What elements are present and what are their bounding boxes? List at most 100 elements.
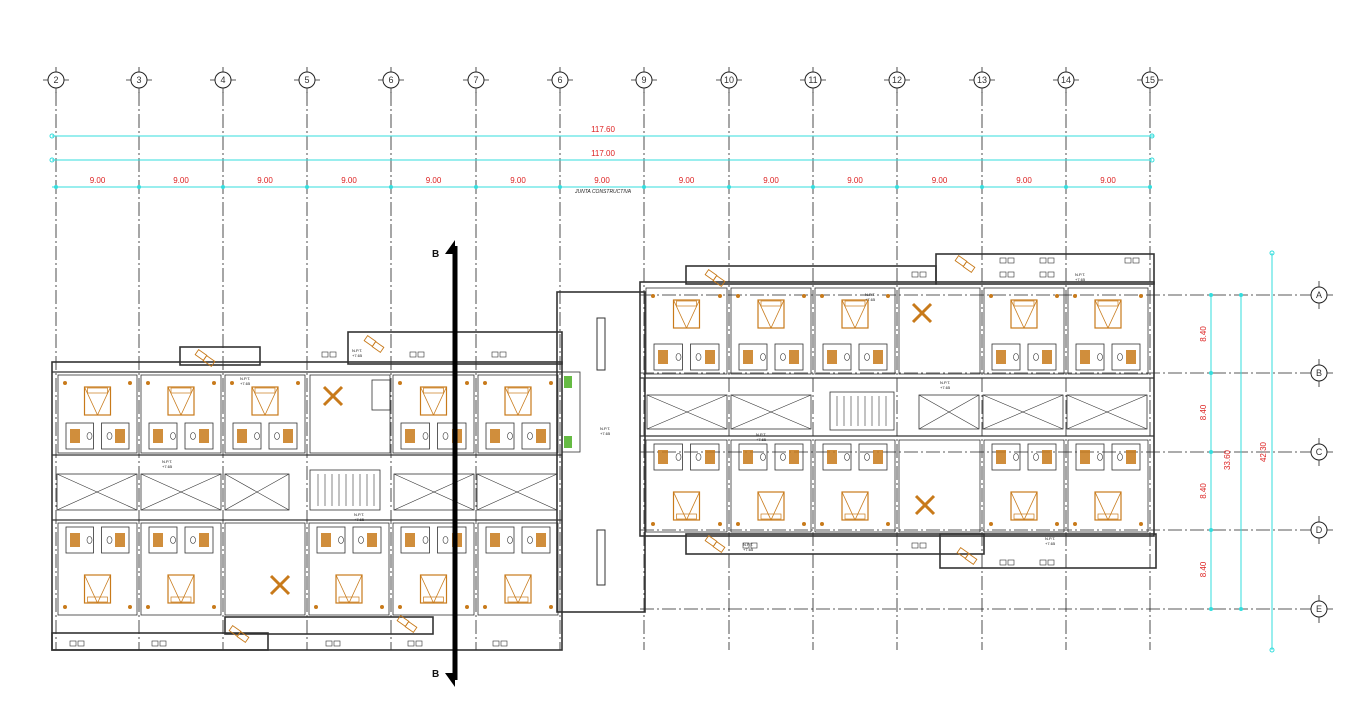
void-shaft — [1066, 394, 1148, 430]
wardrobe — [705, 350, 715, 364]
bed — [419, 574, 448, 604]
pillow — [844, 513, 866, 520]
lamp — [63, 605, 67, 609]
bed-fold — [433, 574, 447, 604]
chair — [202, 355, 216, 367]
wardrobe — [996, 450, 1006, 464]
lamp — [651, 522, 655, 526]
bathroom — [774, 343, 804, 371]
lamp — [128, 381, 132, 385]
dim-tick — [305, 185, 309, 189]
toilet — [442, 432, 449, 440]
row-dim-label: 8.40 — [1199, 404, 1208, 420]
bathroom — [858, 443, 888, 471]
bed-fold — [167, 574, 182, 604]
sink — [492, 640, 500, 647]
level-value: +7.65 — [1075, 277, 1086, 282]
pillow — [87, 596, 108, 603]
row-dim-label: 8.40 — [1199, 326, 1208, 342]
wardrobe — [367, 533, 377, 547]
toilet — [1117, 353, 1123, 361]
toilet — [760, 453, 766, 461]
row-dim-label: 8.40 — [1199, 561, 1208, 577]
level-value: +7.65 — [940, 385, 951, 390]
sink — [69, 640, 77, 647]
level-value: +7.65 — [865, 297, 876, 302]
sink — [491, 351, 499, 358]
bathroom — [1027, 343, 1057, 371]
section-mark-top: B — [432, 249, 439, 260]
bed — [419, 386, 448, 416]
toilet — [1033, 453, 1039, 461]
bay-dim-label: 9.00 — [510, 176, 526, 185]
column-axis-label: 3 — [136, 75, 141, 85]
wardrobe — [1126, 450, 1136, 464]
level-value: +7.65 — [1045, 541, 1056, 546]
bed — [504, 574, 532, 604]
column-axis-bubble — [888, 71, 906, 89]
level-value: +7.65 — [743, 547, 754, 552]
wardrobe — [536, 533, 546, 547]
bathroom — [65, 526, 94, 554]
bed-fold — [841, 491, 856, 521]
toilet — [422, 536, 429, 544]
bed-fold — [686, 491, 700, 521]
wardrobe — [70, 533, 80, 547]
sink — [999, 559, 1007, 566]
wardrobe — [996, 350, 1006, 364]
pillow — [423, 596, 444, 603]
sink — [919, 271, 927, 278]
column-axis-label: 11 — [808, 75, 817, 85]
lamp — [230, 381, 234, 385]
chair — [712, 541, 726, 553]
bathroom — [738, 343, 768, 371]
pillow — [170, 596, 192, 603]
lamp — [1055, 294, 1059, 298]
total-dim-outer: 42.30 — [1259, 441, 1268, 462]
dim-tick — [1148, 185, 1152, 189]
bed-fold — [264, 386, 279, 416]
dim-tick — [1269, 250, 1275, 256]
void-shaft — [646, 394, 728, 430]
bed-fold — [420, 386, 434, 416]
guest-room — [814, 287, 896, 375]
void-shaft — [730, 394, 812, 430]
bay-dim-label: 9.00 — [257, 176, 273, 185]
bathroom — [521, 526, 551, 554]
level-value: +7.65 — [240, 381, 251, 386]
core — [898, 287, 981, 375]
bay — [51, 632, 269, 651]
toilet — [527, 432, 533, 440]
void-diagonal — [224, 473, 290, 511]
pillow — [254, 387, 276, 394]
bed-fold — [854, 299, 869, 329]
lamp — [1055, 522, 1059, 526]
toilet — [1097, 353, 1103, 361]
bed-fold — [97, 386, 111, 416]
bathroom — [400, 422, 430, 450]
bed-fold — [180, 386, 195, 416]
bathroom — [991, 443, 1021, 471]
wardrobe — [115, 533, 125, 547]
level-value: +7.65 — [162, 464, 173, 469]
bed-fold — [770, 299, 785, 329]
toilet — [844, 353, 850, 361]
bed — [335, 574, 363, 604]
service-room — [371, 379, 391, 411]
bed-fold — [1107, 491, 1122, 521]
dim-tick — [727, 185, 731, 189]
sink — [911, 542, 919, 549]
lamp — [651, 294, 655, 298]
wardrobe — [658, 350, 668, 364]
column-axis-label: 10 — [724, 75, 734, 85]
row-dim-label: 8.40 — [1199, 483, 1208, 499]
sink — [911, 271, 919, 278]
plant — [564, 436, 572, 448]
wardrobe — [1042, 350, 1052, 364]
bed — [1010, 491, 1038, 521]
lamp — [989, 294, 993, 298]
wardrobe — [321, 533, 331, 547]
sink — [999, 271, 1007, 278]
bathroom — [690, 343, 720, 371]
